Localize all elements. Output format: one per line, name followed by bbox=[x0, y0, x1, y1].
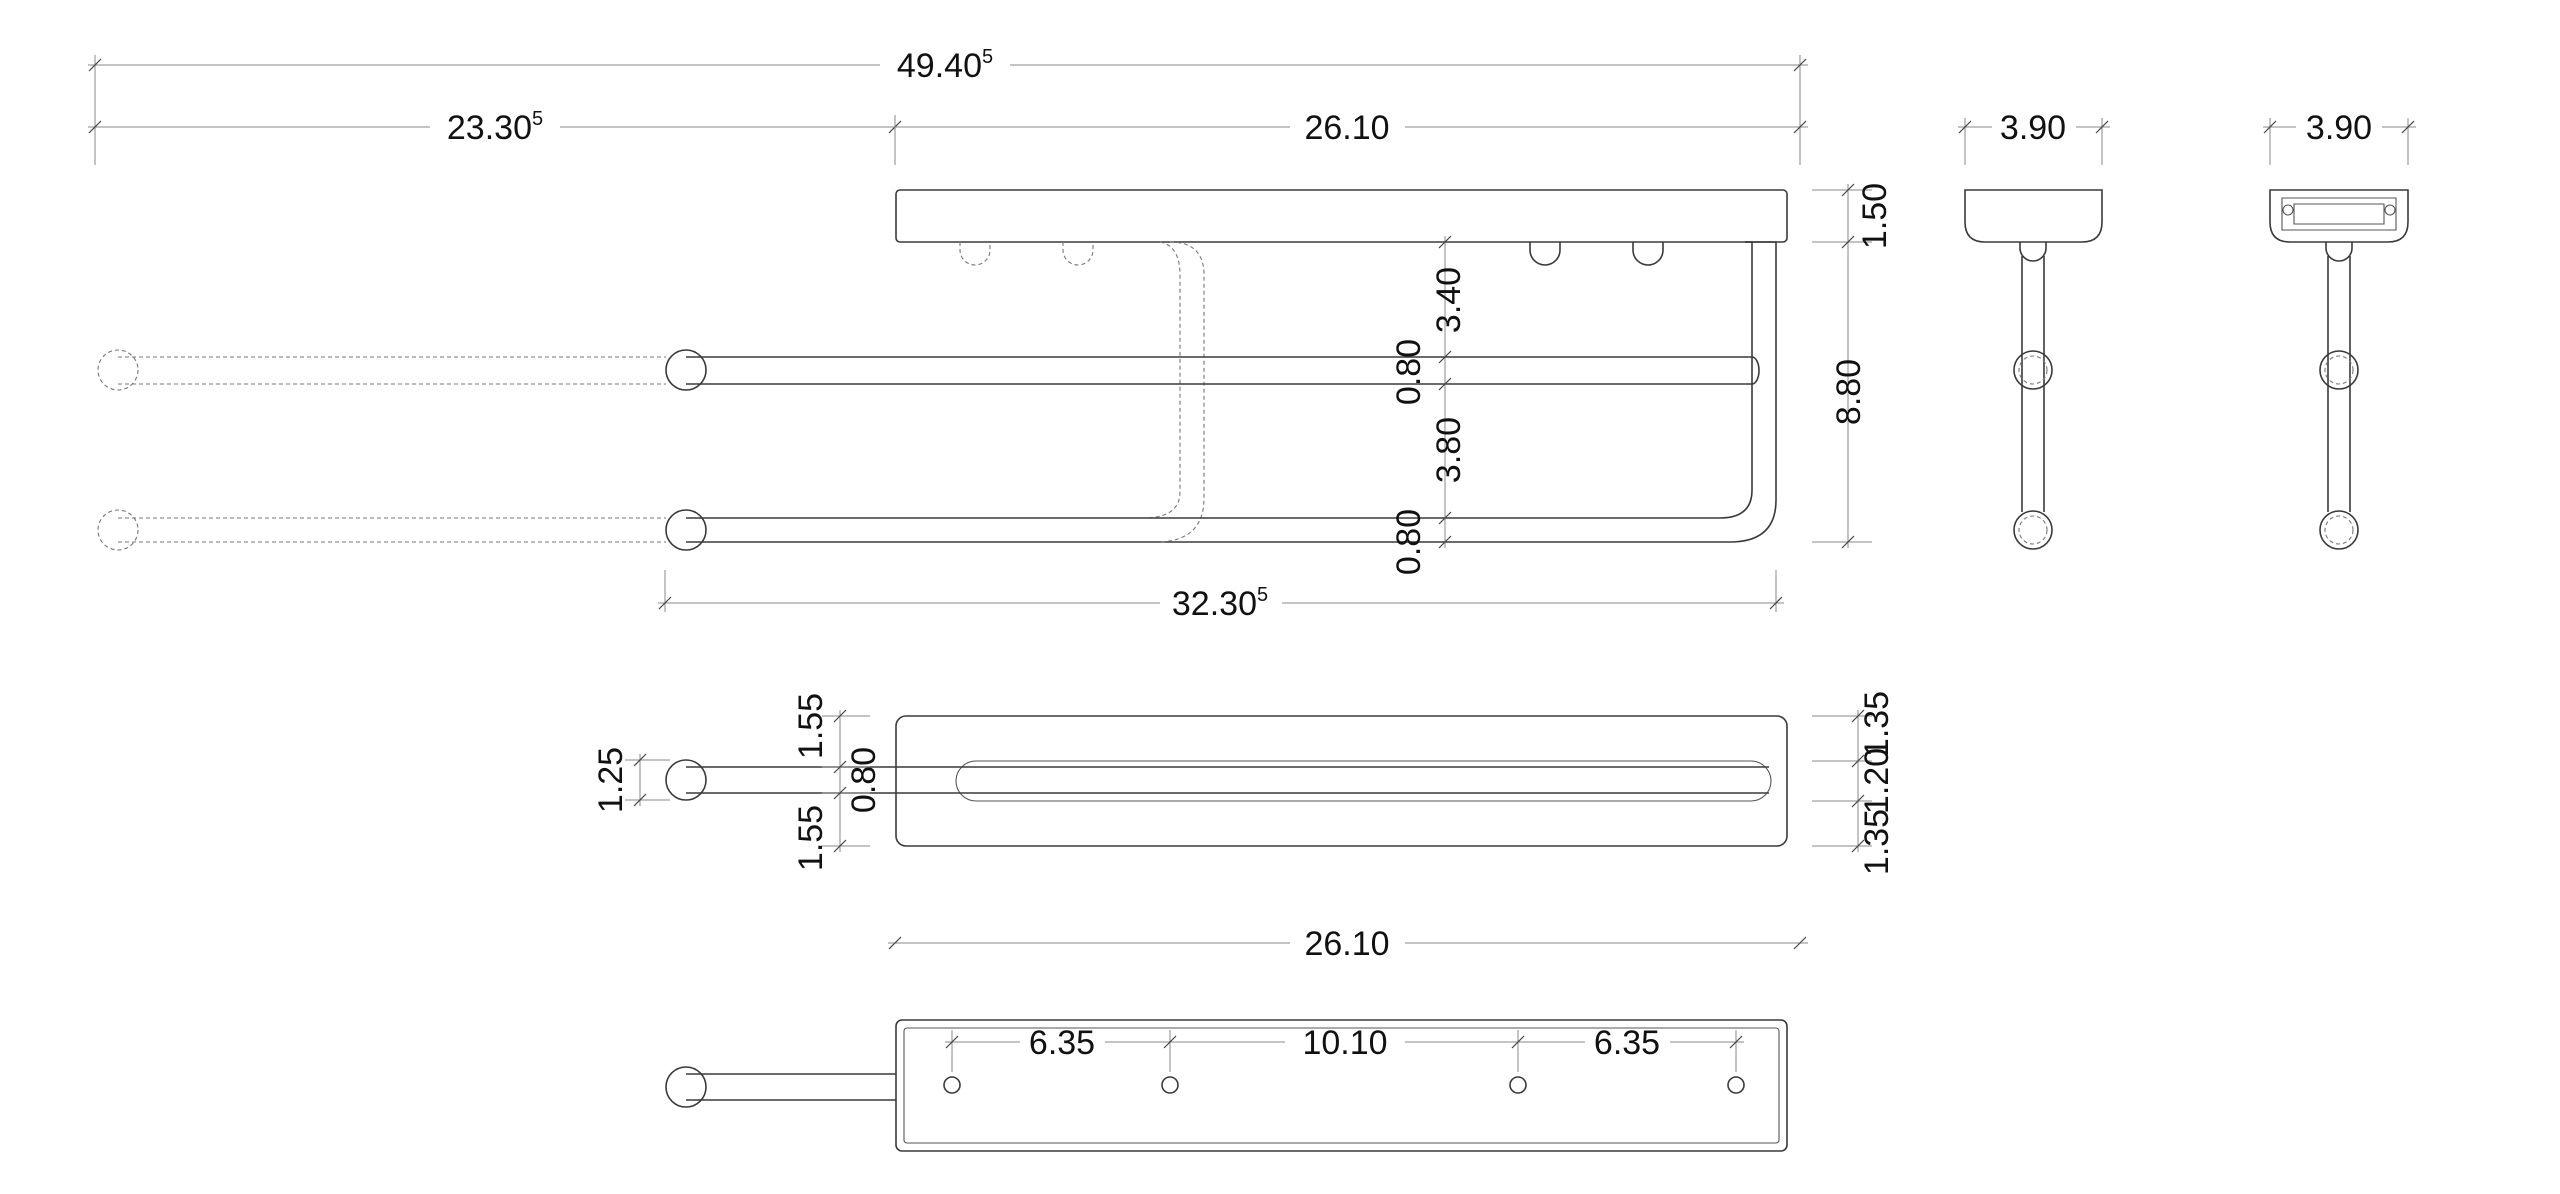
top-knob bbox=[665, 759, 707, 801]
dim-side-width: 3.90 bbox=[1958, 109, 2110, 165]
dim-total-height-label: 8.80 bbox=[1830, 359, 1868, 425]
top-rail bbox=[895, 715, 1788, 847]
front-rail bbox=[895, 189, 1788, 243]
dim-bottom-holes: 6.35 10.10 6.35 bbox=[945, 1024, 1744, 1072]
side-knob-2-inner bbox=[2018, 515, 2048, 545]
dim-top-slot-width-label: 1.20 bbox=[1858, 748, 1896, 814]
bottom-rail-inner bbox=[903, 1027, 1780, 1144]
dim-bar-gap-label: 3.80 bbox=[1430, 417, 1468, 483]
front-view: 49.405 23.305 26.10 32.305 bbox=[88, 46, 1894, 623]
dim-side-width-label: 3.90 bbox=[2000, 109, 2066, 147]
dim-back-width-label: 3.90 bbox=[2306, 109, 2372, 147]
front-knob-2 bbox=[665, 509, 707, 551]
top-view: 1.55 0.80 1.55 1.25 1.35 1.20 1.35 bbox=[592, 691, 1896, 963]
back-peg bbox=[2325, 242, 2353, 262]
dim-top-rail-length-label: 26.10 bbox=[1304, 925, 1389, 963]
back-knob-2 bbox=[2319, 510, 2359, 550]
dim-back-width: 3.90 bbox=[2263, 109, 2416, 165]
side-view: 3.90 bbox=[1958, 109, 2110, 550]
back-knob-1-inner bbox=[2324, 355, 2354, 385]
dim-top-bar-width-label: 0.80 bbox=[845, 747, 883, 813]
top-slot bbox=[955, 760, 1772, 802]
bottom-view: 6.35 10.10 6.35 bbox=[665, 1019, 1788, 1152]
dim-top-left-outer-top-label: 1.55 bbox=[792, 693, 830, 759]
front-frame-outer bbox=[686, 241, 1777, 543]
back-screw-left bbox=[2282, 204, 2294, 216]
back-rail-channel bbox=[2281, 197, 2397, 231]
dim-top-rail-length: 26.10 bbox=[888, 925, 1808, 963]
dim-top-knob-width-label: 1.25 bbox=[592, 747, 630, 813]
bottom-knob bbox=[665, 1066, 707, 1108]
dim-bar-1-dia-label: 0.80 bbox=[1390, 339, 1428, 405]
dim-hole-spacing-left-label: 6.35 bbox=[1029, 1024, 1095, 1062]
dim-rail-length-label: 26.10 bbox=[1304, 109, 1389, 147]
dim-rail-height-label: 1.50 bbox=[1856, 183, 1894, 249]
dim-center-stack: 3.40 0.80 3.80 0.80 bbox=[1390, 235, 1468, 575]
dim-top-right: 1.35 1.20 1.35 bbox=[1812, 691, 1896, 875]
bottom-hole-2 bbox=[1161, 1076, 1179, 1094]
front-frame-inner bbox=[1719, 241, 1753, 519]
front-slide-frame-inner bbox=[1147, 241, 1181, 519]
dim-top-left-outer-bottom-label: 1.55 bbox=[792, 805, 830, 871]
back-knob-2-inner bbox=[2324, 515, 2354, 545]
bottom-hole-1 bbox=[943, 1076, 961, 1094]
dim-top-right-bottom-label: 1.35 bbox=[1858, 809, 1896, 875]
back-rail bbox=[2269, 189, 2409, 243]
side-peg bbox=[2019, 242, 2047, 262]
dim-rail-length: 26.10 bbox=[888, 109, 1808, 147]
front-peg-2 bbox=[1062, 242, 1094, 266]
dim-extension-length-label: 23.305 bbox=[447, 108, 543, 147]
dim-right-heights: 1.50 8.80 bbox=[1812, 183, 1894, 549]
bottom-hole-3 bbox=[1509, 1076, 1527, 1094]
dim-top-gap-label: 3.40 bbox=[1430, 267, 1468, 333]
front-peg-3 bbox=[1529, 242, 1561, 266]
side-knob-2 bbox=[2013, 510, 2053, 550]
front-ext-knob-2 bbox=[97, 509, 139, 551]
side-knob-1-inner bbox=[2018, 355, 2048, 385]
bottom-rail bbox=[895, 1019, 1788, 1152]
dim-top-left: 1.55 0.80 1.55 1.25 bbox=[592, 693, 883, 871]
dim-overall-length-label: 49.405 bbox=[897, 46, 993, 85]
dim-bar-length-label: 32.305 bbox=[1172, 584, 1268, 623]
front-bar-1-end bbox=[1751, 356, 1760, 385]
dim-overall-length: 49.405 bbox=[88, 46, 1808, 165]
dim-extension-length: 23.305 bbox=[88, 108, 903, 165]
dim-top-right-top-label: 1.35 bbox=[1858, 691, 1896, 757]
front-peg-1 bbox=[959, 242, 991, 266]
front-ext-knob-1 bbox=[97, 349, 139, 391]
side-knob-1 bbox=[2013, 350, 2053, 390]
back-view: 3.90 bbox=[2263, 109, 2416, 550]
bottom-hole-4 bbox=[1727, 1076, 1745, 1094]
dim-hole-spacing-middle-label: 10.10 bbox=[1302, 1024, 1387, 1062]
back-screw-right bbox=[2384, 204, 2396, 216]
front-knob-1 bbox=[665, 349, 707, 391]
back-knob-1 bbox=[2319, 350, 2359, 390]
dim-bar-2-dia-label: 0.80 bbox=[1390, 509, 1428, 575]
dim-bar-length: 32.305 bbox=[658, 570, 1784, 623]
front-peg-4 bbox=[1632, 242, 1664, 266]
dim-hole-spacing-right-label: 6.35 bbox=[1594, 1024, 1660, 1062]
front-slide-frame-outer bbox=[1159, 241, 1205, 543]
side-rail bbox=[1964, 189, 2103, 243]
